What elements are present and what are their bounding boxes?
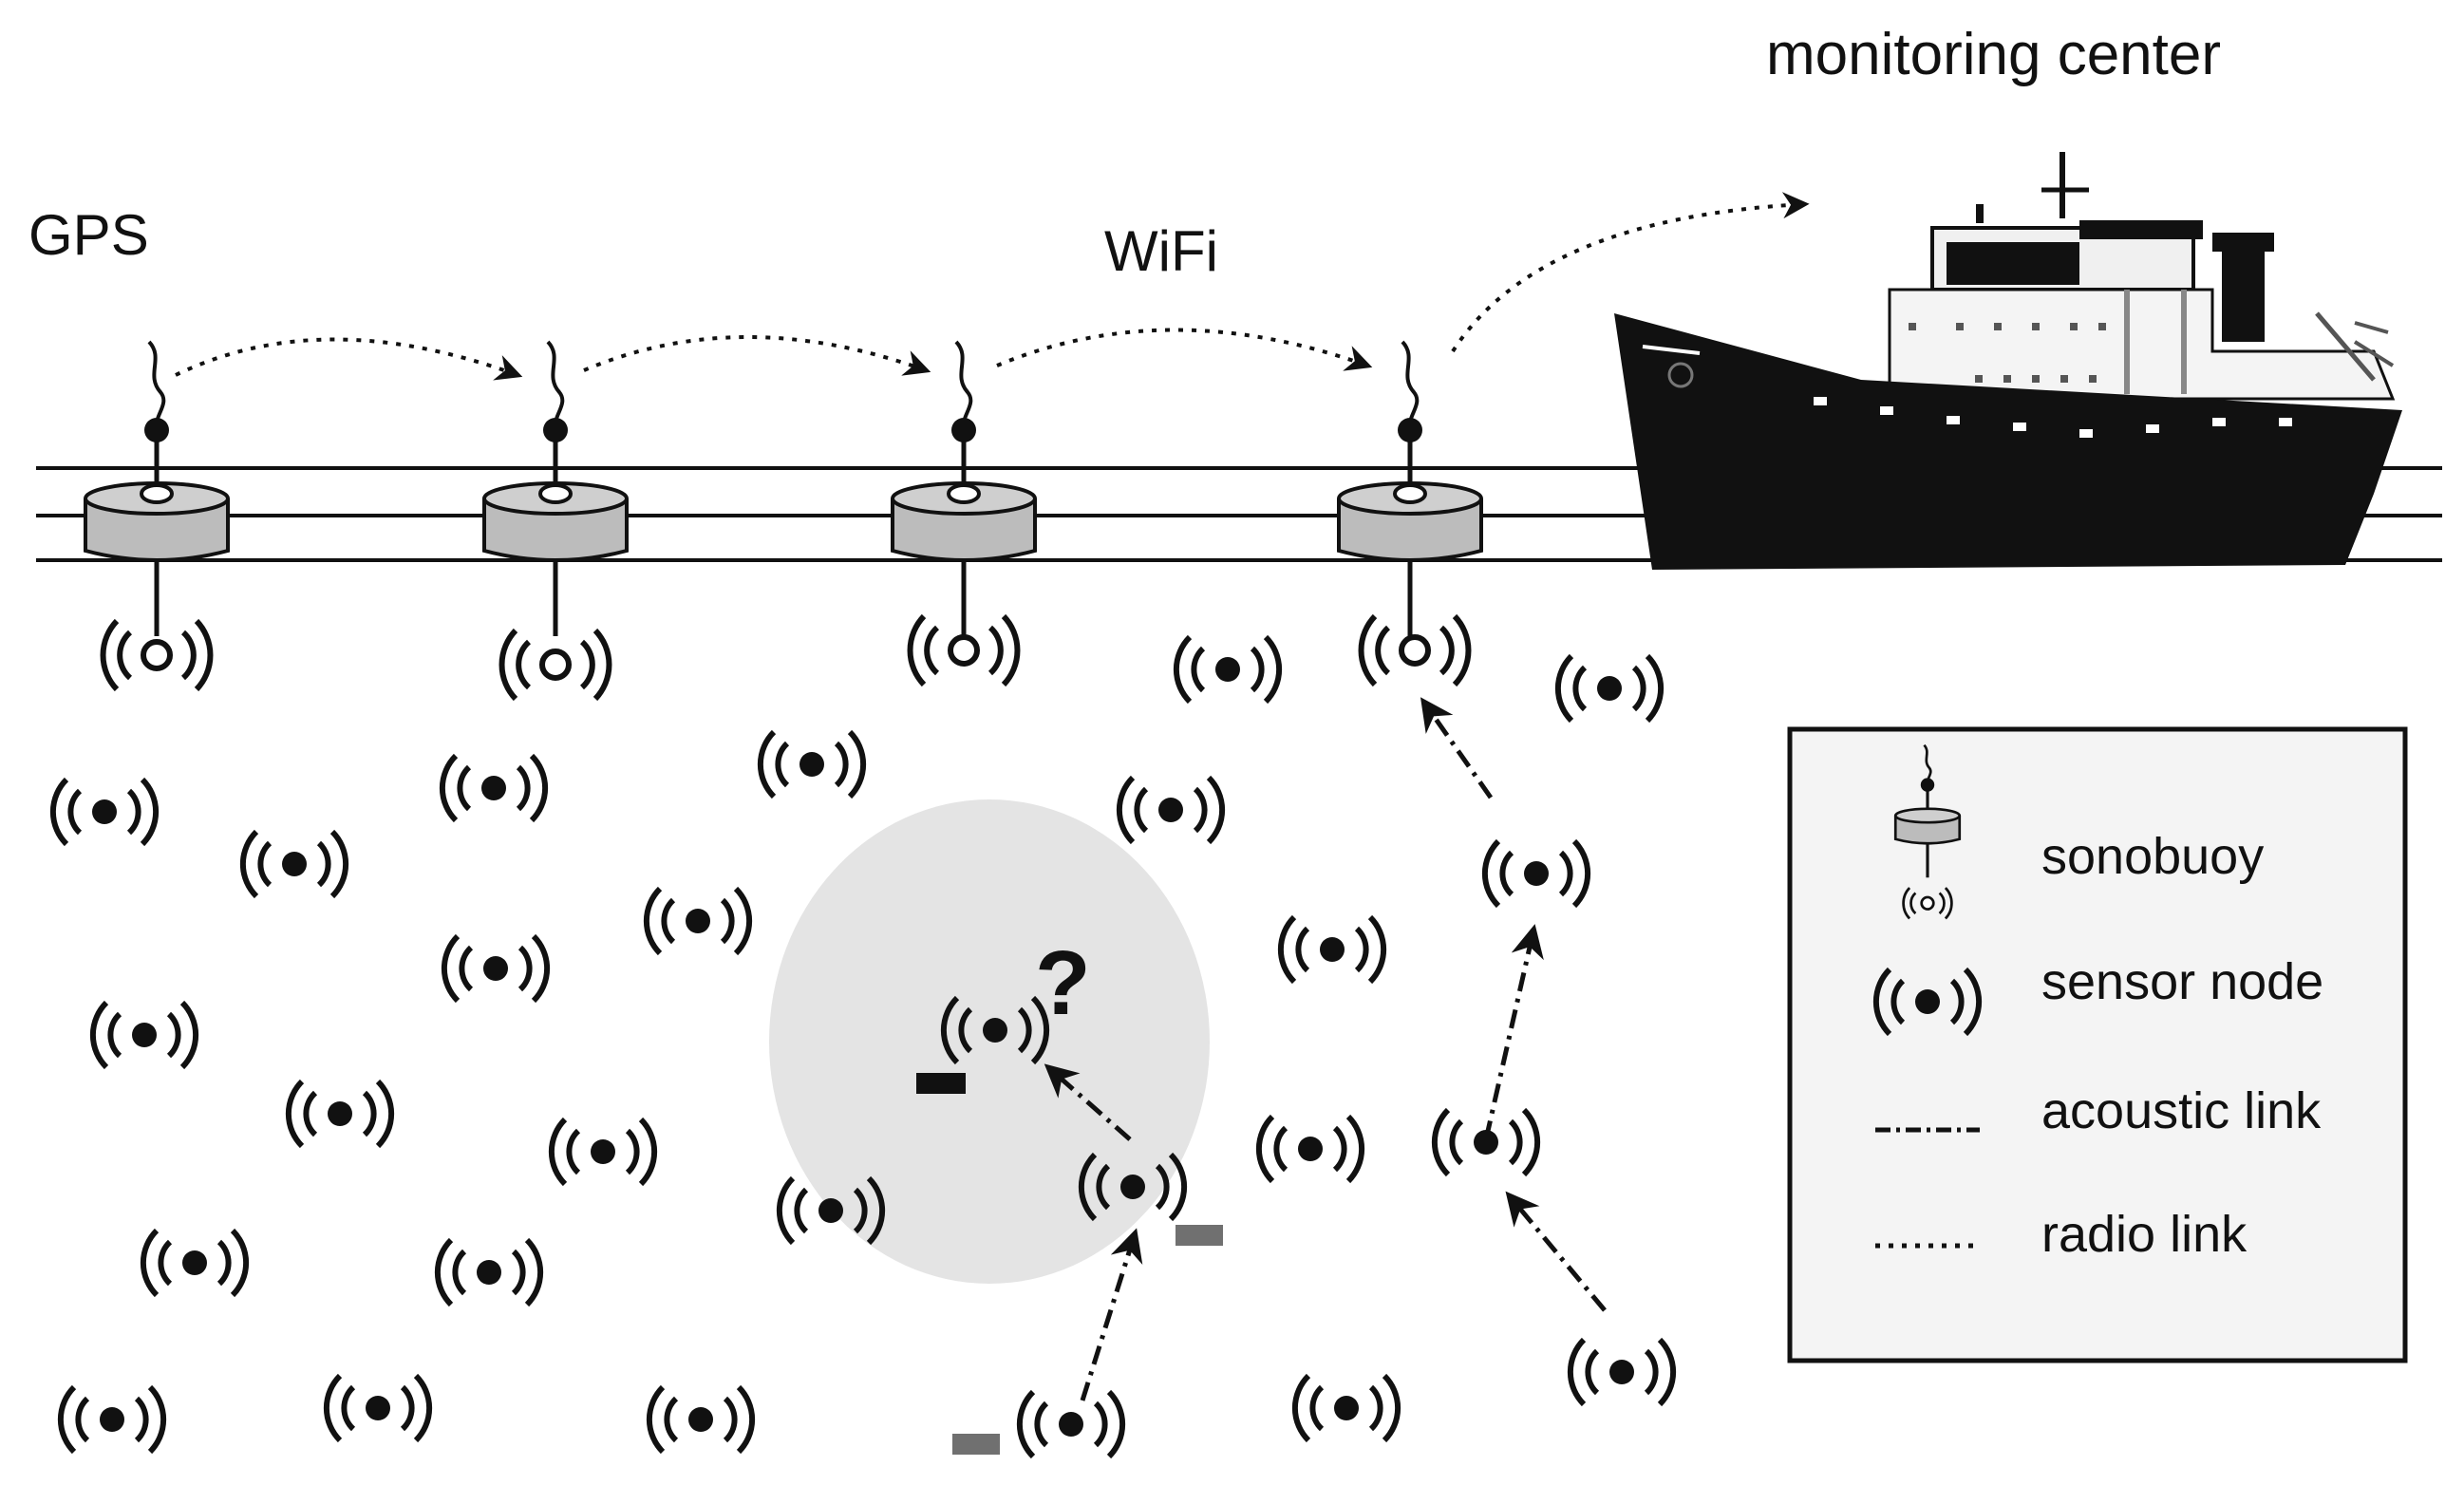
sensor-node: [1435, 1110, 1537, 1175]
sensor-node: [1281, 917, 1383, 982]
sensor-node: [1295, 1376, 1398, 1440]
sonobuoy-1: [85, 342, 228, 636]
sonobuoy-3: [893, 342, 1035, 636]
localization-range: [769, 799, 1210, 1284]
gps-label: GPS: [28, 203, 149, 267]
sensor-node: [438, 1240, 540, 1305]
sensor-node: [1485, 841, 1588, 906]
wifi-label: WiFi: [1104, 219, 1218, 283]
sensor-node: [444, 936, 547, 1001]
sonobuoy-2: [484, 342, 627, 636]
sensor-node: [289, 1081, 391, 1146]
sensor-node: [1119, 778, 1222, 842]
legend-label-sonobuoy: sonobuoy: [2041, 828, 2264, 885]
hydrophone-2: [502, 630, 610, 699]
monitoring-center-label: monitoring center: [1766, 22, 2221, 87]
ship-icon: [1614, 152, 2402, 570]
acoustic-links: [1044, 697, 1607, 1401]
legend: sonobuoy sensor node acoustic link radio…: [1787, 726, 2408, 1363]
sensor-node: [647, 889, 749, 953]
legend-label-sensor-node: sensor node: [2041, 953, 2323, 1010]
depth-marker-dark: [916, 1073, 966, 1094]
sensor-node: [442, 756, 545, 820]
legend-label-radio-link: radio link: [2041, 1206, 2248, 1263]
sensor-node: [649, 1387, 752, 1452]
sensor-node: [552, 1119, 654, 1184]
sensor-node: [143, 1231, 246, 1295]
sensor-node: [1571, 1340, 1673, 1404]
hydrophone-4: [1362, 616, 1469, 685]
sensor-node: [61, 1387, 163, 1452]
sensor-node: [243, 832, 346, 896]
sensor-node: [327, 1376, 429, 1440]
sensor-node: [93, 1003, 196, 1067]
sensor-node: [1176, 637, 1279, 702]
sensor-node: [1558, 656, 1661, 721]
unknown-position-mark: ?: [1035, 932, 1091, 1034]
sonobuoy-4: [1339, 342, 1481, 636]
sensor-node: [1259, 1117, 1362, 1181]
sensor-node: [761, 732, 863, 797]
legend-label-acoustic-link: acoustic link: [2041, 1082, 2322, 1139]
depth-marker-gray: [1176, 1225, 1223, 1246]
depth-marker-gray: [952, 1434, 1000, 1455]
sensor-node: [53, 780, 156, 844]
sensor-node: [1020, 1392, 1122, 1457]
sonobuoy-icon: [1893, 743, 1962, 920]
radio-links: [175, 192, 1810, 381]
